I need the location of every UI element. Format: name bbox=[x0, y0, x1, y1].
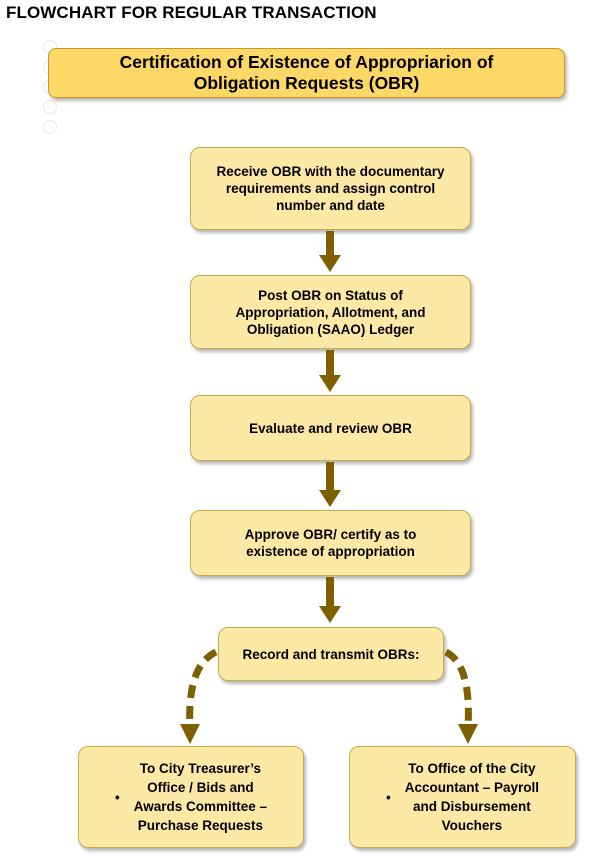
step-text: Evaluate and review OBR bbox=[249, 420, 412, 436]
header-box: Certification of Existence of Appropriar… bbox=[48, 48, 565, 98]
destination-text: To Office of the City Accountant – Payro… bbox=[404, 761, 540, 833]
down-arrow-icon bbox=[319, 350, 341, 392]
arrowhead-right-icon bbox=[458, 724, 478, 744]
dashed-curve-left bbox=[186, 648, 218, 729]
step-text: Record and transmit OBRs: bbox=[242, 646, 420, 662]
down-arrow-icon bbox=[319, 577, 341, 623]
faint-search-icon bbox=[43, 100, 57, 114]
bullet-icon: • bbox=[114, 789, 120, 805]
step-text: Approve OBR/ certify as to existence of … bbox=[244, 527, 417, 559]
step-text: Receive OBR with the documentary require… bbox=[216, 164, 445, 213]
faint-circle-icon bbox=[43, 120, 57, 134]
bullet-icon: • bbox=[385, 789, 391, 805]
destination-city-accountant: • To Office of the City Accountant – Pay… bbox=[349, 746, 576, 848]
header-box-text: Certification of Existence of Appropriar… bbox=[119, 52, 494, 93]
arrowhead-left-icon bbox=[180, 724, 200, 744]
page-title: FLOWCHART FOR REGULAR TRANSACTION bbox=[6, 3, 377, 22]
dashed-curve-right bbox=[444, 648, 472, 729]
step-approve-certify: Approve OBR/ certify as to existence of … bbox=[190, 510, 471, 576]
down-arrow-icon bbox=[319, 462, 341, 507]
step-evaluate-review: Evaluate and review OBR bbox=[190, 395, 471, 461]
step-post-obr: Post OBR on Status of Appropriation, All… bbox=[190, 275, 471, 349]
step-receive-obr: Receive OBR with the documentary require… bbox=[190, 147, 471, 230]
step-text: Post OBR on Status of Appropriation, All… bbox=[235, 287, 426, 337]
step-record-transmit: Record and transmit OBRs: bbox=[218, 627, 444, 681]
destination-city-treasurer: • To City Treasurer’s Office / Bids and … bbox=[78, 746, 304, 848]
destination-text: To City Treasurer’s Office / Bids and Aw… bbox=[133, 761, 268, 833]
down-arrow-icon bbox=[319, 231, 341, 272]
